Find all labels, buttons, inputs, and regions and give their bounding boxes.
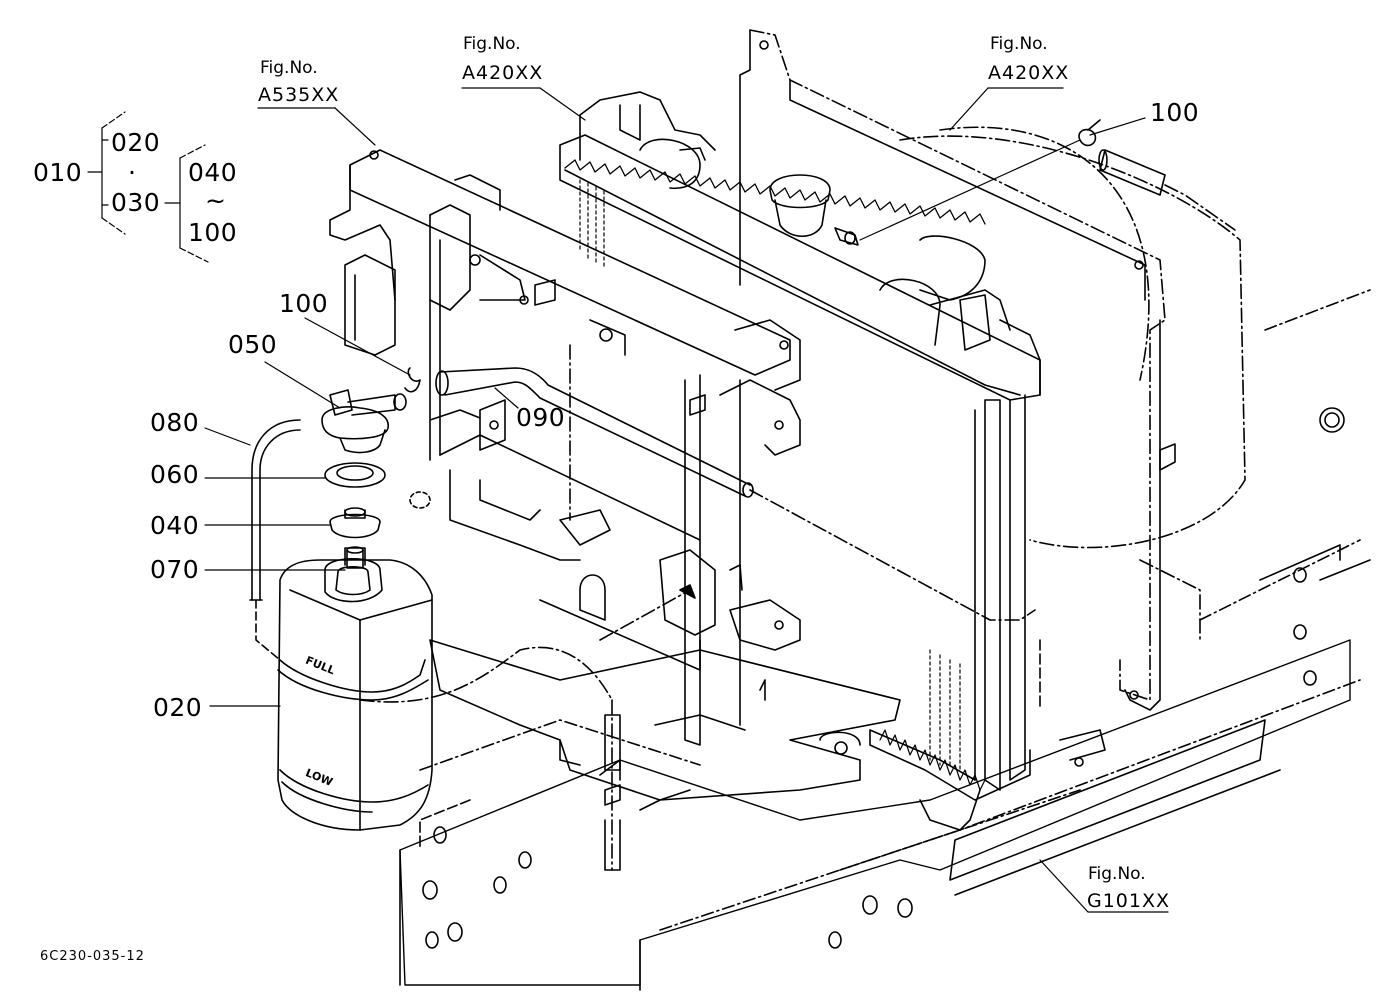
callout-080: 080 bbox=[150, 408, 200, 437]
assembly-group-b-bottom: 100 bbox=[188, 218, 238, 247]
fig-ref-label: Fig.No. bbox=[1088, 864, 1146, 884]
leader-lines bbox=[87, 87, 1169, 913]
assembly-group-a-top: 020 bbox=[111, 128, 161, 157]
fig-ref-label: Fig.No. bbox=[463, 34, 521, 54]
callout-040: 040 bbox=[150, 511, 200, 540]
assembly-group-b-top: 040 bbox=[188, 158, 238, 187]
assembly-parent-label: 010 bbox=[33, 158, 83, 187]
base-plate bbox=[429, 639, 901, 811]
hose-clip-top bbox=[859, 119, 1236, 241]
fig-ref-code: A535XX bbox=[258, 84, 340, 106]
assembly-group-a-bottom: 030 bbox=[111, 188, 161, 217]
radiator bbox=[559, 91, 1106, 831]
callout-100-left: 100 bbox=[279, 289, 329, 318]
fan-shroud-assembly bbox=[739, 29, 1246, 711]
fig-ref-code: A420XX bbox=[988, 62, 1070, 84]
radiator-support-frame bbox=[329, 149, 801, 746]
fig-ref-label: Fig.No. bbox=[260, 58, 318, 78]
callout-070: 070 bbox=[150, 555, 200, 584]
drawing-code: 6C230-035-12 bbox=[40, 949, 145, 964]
callout-060: 060 bbox=[150, 460, 200, 489]
chassis-frame bbox=[399, 289, 1371, 991]
fig-ref-code: G101XX bbox=[1087, 890, 1171, 912]
assembly-group-b-sep: ~ bbox=[205, 186, 227, 215]
callout-050: 050 bbox=[228, 330, 278, 359]
reserve-tank bbox=[249, 419, 433, 831]
callout-090: 090 bbox=[516, 403, 566, 432]
callout-020: 020 bbox=[153, 693, 203, 722]
overflow-hose bbox=[359, 367, 1036, 871]
callout-100-top: 100 bbox=[1150, 98, 1200, 127]
fig-ref-label: Fig.No. bbox=[990, 34, 1048, 54]
tank-cap-parts bbox=[321, 389, 407, 569]
assembly-group-a-sep: · bbox=[128, 158, 137, 187]
fig-ref-code: A420XX bbox=[462, 62, 544, 84]
